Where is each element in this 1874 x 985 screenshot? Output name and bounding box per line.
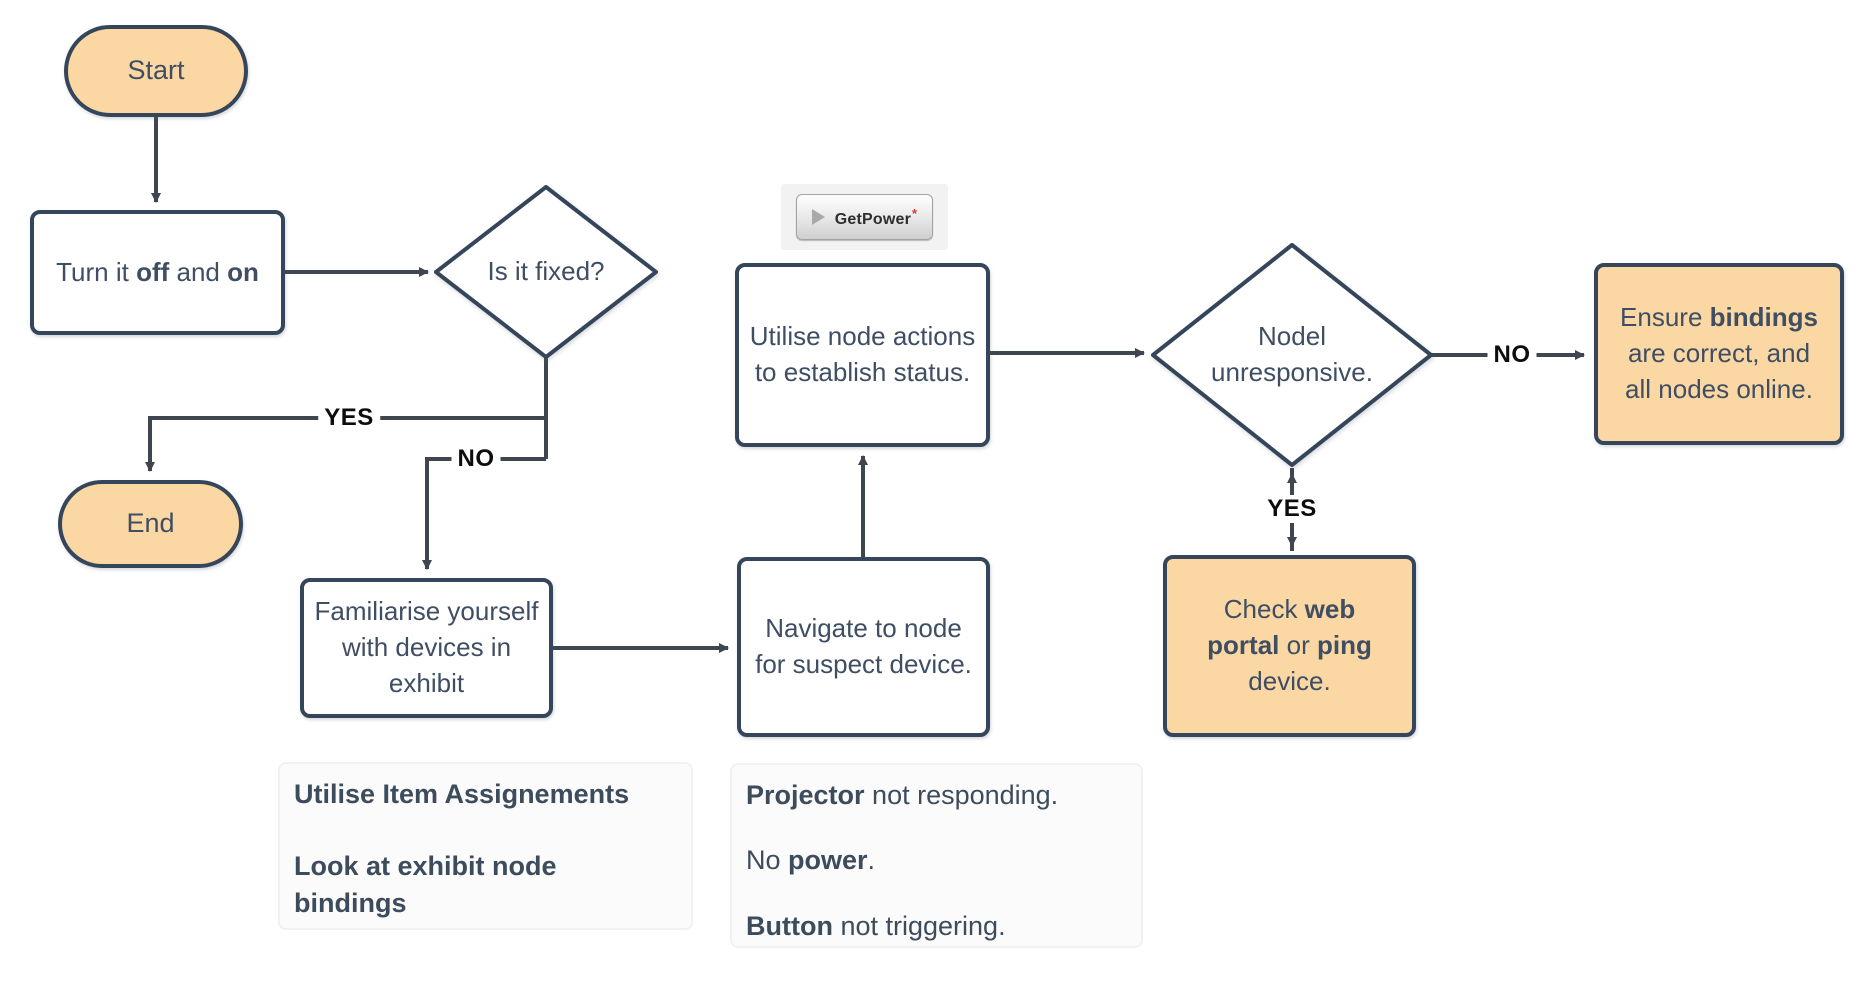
edge-label-yes-left: YES (318, 404, 380, 432)
edge-fixed-no-to-familiarise (422, 457, 546, 570)
getpower-button-backdrop: GetPower* (781, 184, 948, 250)
process-navigate: Navigate to node for suspect device. (737, 557, 990, 737)
getpower-button-label: GetPower* (834, 205, 918, 228)
process-turn-off-on: Turn it off and on (30, 210, 285, 335)
edge-label-no-left: NO (451, 445, 501, 473)
action-check-web-portal: Check web portal or ping device. (1163, 555, 1416, 737)
end-label: End (126, 508, 175, 539)
decision-is-it-fixed-label: Is it fixed? (487, 256, 605, 287)
note-right-line3: Button not triggering. (746, 910, 1006, 941)
process-utilise-node-actions: Utilise node actions to establish status… (735, 263, 990, 447)
red-asterisk-mark: * (912, 205, 918, 221)
start-label: Start (127, 55, 185, 86)
decision-nodel-unresponsive-shape (1151, 243, 1433, 467)
process-turn-off-on-label: Turn it off and on (56, 256, 259, 287)
note-panel-left: Utilise Item Assignements Look at exhibi… (278, 762, 693, 930)
edge-label-no-right: NO (1487, 341, 1537, 369)
process-navigate-label: Navigate to node for suspect device. (755, 613, 972, 679)
note-right-line1: Projector not responding. (746, 780, 1059, 810)
end-node: End (58, 480, 243, 568)
start-node: Start (64, 25, 248, 117)
edge-fixed-yes-to-end (145, 416, 546, 472)
play-icon (811, 209, 825, 225)
process-utilise-node-actions-label: Utilise node actions to establish status… (749, 321, 976, 387)
decision-nodel-unresponsive-label: Nodel unresponsive. (1211, 321, 1373, 387)
note-left-line2: Look at exhibit node bindings (294, 851, 557, 918)
action-ensure-bindings: Ensure bindings are correct, and all nod… (1594, 263, 1844, 445)
getpower-button[interactable]: GetPower* (796, 194, 933, 240)
process-familiarise-label: Familiarise yourself with devices in exh… (314, 596, 539, 698)
action-check-web-portal-label: Check web portal or ping device. (1207, 594, 1372, 696)
edge-label-yes-down: YES (1261, 495, 1323, 523)
note-right-line2: No power. (746, 845, 876, 876)
decision-is-it-fixed-shape (434, 185, 658, 359)
note-left-line1: Utilise Item Assignements (294, 779, 630, 809)
process-familiarise: Familiarise yourself with devices in exh… (300, 578, 553, 718)
note-panel-right: Projector not responding. No power. Butt… (730, 763, 1143, 948)
action-ensure-bindings-label: Ensure bindings are correct, and all nod… (1620, 302, 1818, 404)
